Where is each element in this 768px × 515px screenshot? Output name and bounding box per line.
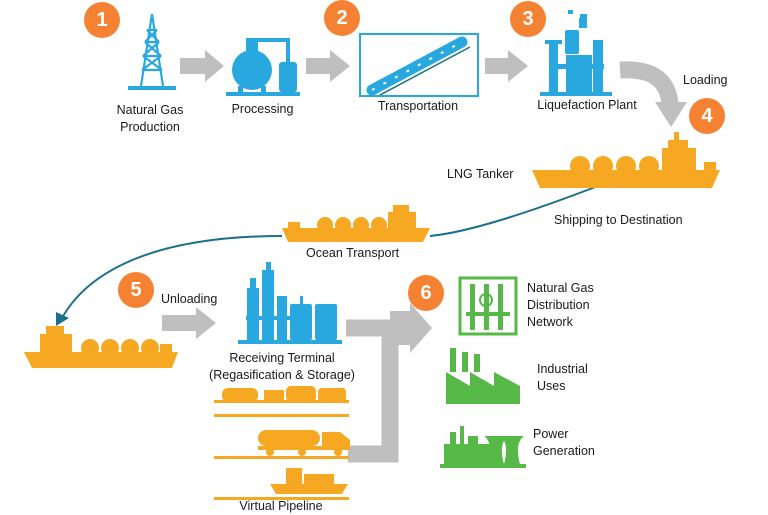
label-lng-tanker: LNG Tanker [447,167,514,181]
arrow-transportation-to-liquefaction [485,50,528,82]
receiving-terminal-icon [238,262,342,344]
label-shipping-to-destination: Shipping to Destination [554,213,683,227]
gas-derrick-icon [128,13,176,90]
arrow-terminal-to-users [346,319,399,463]
train-icon [214,386,349,417]
pipeline-icon [359,33,479,97]
label-unloading: Unloading [161,292,218,306]
unloading-tanker-icon [24,326,178,368]
arrow-production-to-processing [180,50,224,82]
label-power-generation: Power Generation [533,427,595,458]
power-plant-icon [440,426,526,468]
step-badge-5: 5 [118,272,154,308]
label-ocean-transport: Ocean Transport [306,246,400,260]
shipping-route-line [429,185,599,237]
arrow-unloading [162,307,216,339]
arrow-processing-to-transportation [306,50,350,82]
lng-tanker-icon [532,132,720,188]
arrow-loading [619,61,679,106]
industrial-factory-icon [446,348,520,404]
label-liquefaction-plant: Liquefaction Plant [537,98,637,112]
step-badge-2: 2 [324,0,360,36]
label-industrial-uses: Industrial Uses [537,362,588,393]
label-receiving-terminal: Receiving Terminal (Regasification & Sto… [209,351,355,382]
label-natural-gas-production: Natural Gas Production [116,103,184,134]
step-badge-4: 4 [689,98,725,134]
label-distribution-network: Natural Gas Distribution Network [527,281,594,329]
label-processing: Processing [231,102,294,116]
barge-icon [214,468,349,500]
label-virtual-pipeline: Virtual Pipeline [239,499,323,513]
distribution-network-icon [458,276,518,336]
step-badge-6: 6 [408,275,444,311]
label-transportation: Transportation [377,99,459,113]
step-badge-3: 3 [510,1,546,37]
ocean-route-line [61,235,283,319]
tanker-truck-icon [214,430,350,459]
liquefaction-plant-icon [540,10,612,96]
route-arrowhead [56,312,69,326]
step-badge-1: 1 [84,2,120,38]
label-loading: Loading [683,73,728,87]
ocean-transport-tanker-icon [282,205,430,242]
processing-plant-icon [226,38,300,96]
